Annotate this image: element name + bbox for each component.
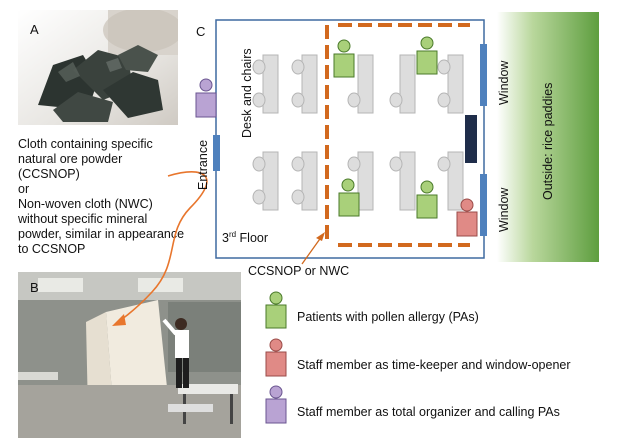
caption-line: (CCSNOP) — [18, 167, 80, 181]
caption-line: powder, similar in appearance — [18, 227, 185, 241]
panel-a-label: A — [30, 22, 39, 37]
caption-line: or — [18, 182, 30, 196]
barrier-pointer-head — [316, 232, 325, 241]
legend-organizer-label: Staff member as total organizer and call… — [297, 405, 560, 419]
outside-area — [497, 12, 599, 262]
caption-line: to CCSNOP — [18, 242, 86, 256]
barrier-pointer — [301, 235, 323, 265]
window-bottom — [480, 174, 487, 236]
legend-timekeeper-icon — [265, 338, 287, 377]
caption-line: without specific mineral — [18, 212, 148, 226]
caption-line: natural ore powder — [18, 152, 123, 166]
ore-photo — [18, 10, 178, 125]
dark-panel — [465, 115, 477, 163]
floor-word: Floor — [236, 231, 269, 246]
desk-group-left — [252, 54, 318, 211]
barrier-label: CCSNOP or NWC — [248, 264, 350, 278]
caption-line: Non-woven cloth (NWC) — [18, 197, 153, 211]
entrance-door — [213, 135, 220, 171]
patient-figure — [416, 36, 438, 75]
floor-ordinal: rd — [228, 230, 237, 239]
legend-organizer-icon — [265, 385, 287, 424]
patient-figure — [416, 180, 438, 219]
barrier — [325, 23, 470, 247]
legend-timekeeper-label: Staff member as time-keeper and window-o… — [297, 358, 571, 372]
legend-patient-label: Patients with pollen allergy (PAs) — [297, 310, 479, 324]
staff-organizer-figure — [195, 78, 217, 118]
patient-figure — [333, 39, 355, 78]
desk-group-right — [347, 54, 464, 211]
panel-c-label: C — [196, 24, 206, 39]
floor-number: 3 — [222, 231, 229, 246]
panel-b-label: B — [30, 280, 39, 295]
staff-timekeeper-figure — [456, 198, 478, 237]
legend-patient-icon — [265, 291, 287, 329]
patient-figure — [338, 178, 360, 217]
cloth-caption: Cloth containing specific natural ore po… — [18, 137, 218, 257]
caption-line: Cloth containing specific — [18, 137, 153, 151]
floor-label: 3rd Floor — [222, 230, 268, 245]
window-top — [480, 44, 487, 106]
